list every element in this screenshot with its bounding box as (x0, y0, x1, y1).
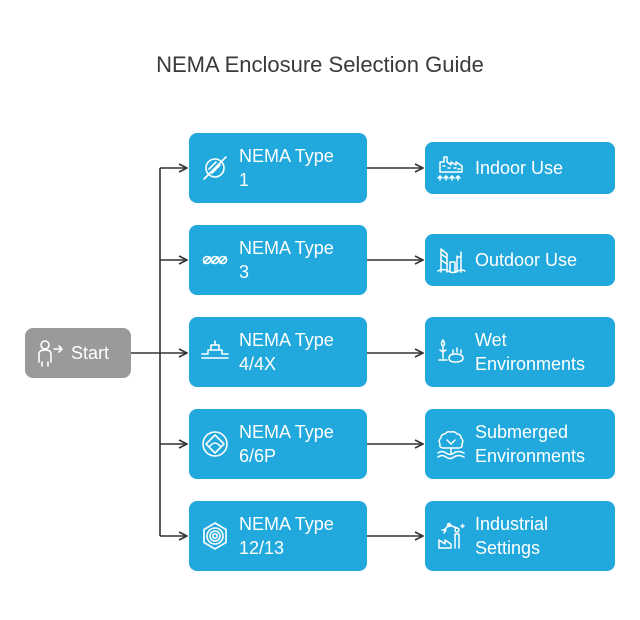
use-label-line2: Settings (475, 538, 541, 558)
use-label-line1: Industrial (475, 514, 549, 534)
underwater-tree-icon (435, 428, 467, 460)
use-label-line1: Outdoor Use (475, 250, 578, 270)
type-label-line1: NEMA Type (239, 238, 334, 258)
use-label-line1: Indoor Use (475, 158, 564, 178)
type-label-line2: 12/13 (239, 538, 285, 558)
type-label-line1: NEMA Type (239, 422, 334, 442)
concentric-circles-icon (199, 520, 231, 552)
type-label-line2: 1 (239, 170, 250, 190)
type-label-line1: NEMA Type (239, 514, 334, 534)
drops-plant-icon (435, 336, 467, 368)
factory-icon (435, 152, 467, 184)
diagram-title: NEMA Enclosure Selection Guide (156, 52, 484, 77)
type-label-line2: 6/6P (239, 446, 277, 466)
pipe-fitting-icon (199, 336, 231, 368)
nema-type-6-node[interactable]: NEMA Type 6/6P (189, 409, 367, 479)
nema-type-12-node[interactable]: NEMA Type 12/13 (189, 501, 367, 571)
type-label-line2: 3 (239, 262, 250, 282)
indoor-use-node[interactable]: Indoor Use (425, 142, 615, 194)
type-label-line1: NEMA Type (239, 146, 334, 166)
type-label-line2: 4/4X (239, 354, 277, 374)
start-node[interactable]: Start (25, 328, 131, 378)
start-label: Start (71, 343, 110, 363)
offshore-rig-icon (435, 244, 467, 276)
robot-arm-factory-icon (435, 520, 467, 552)
nema-type-1-node[interactable]: NEMA Type 1 (189, 133, 367, 203)
nema-type-4-node[interactable]: NEMA Type 4/4X (189, 317, 367, 387)
diamond-wave-icon (199, 428, 231, 460)
nema-type-3-node[interactable]: NEMA Type 3 (189, 225, 367, 295)
person-arrow-icon (35, 338, 65, 368)
slashed-circle-icon (199, 152, 231, 184)
type-label-line1: NEMA Type (239, 330, 334, 350)
use-label-line1: Submerged (475, 422, 569, 442)
use-label-line2: Environments (475, 446, 586, 466)
use-label-line2: Environments (475, 354, 586, 374)
outdoor-use-node[interactable]: Outdoor Use (425, 234, 615, 286)
use-label-line1: Wet (475, 330, 507, 350)
rain-drops-icon (199, 244, 231, 276)
